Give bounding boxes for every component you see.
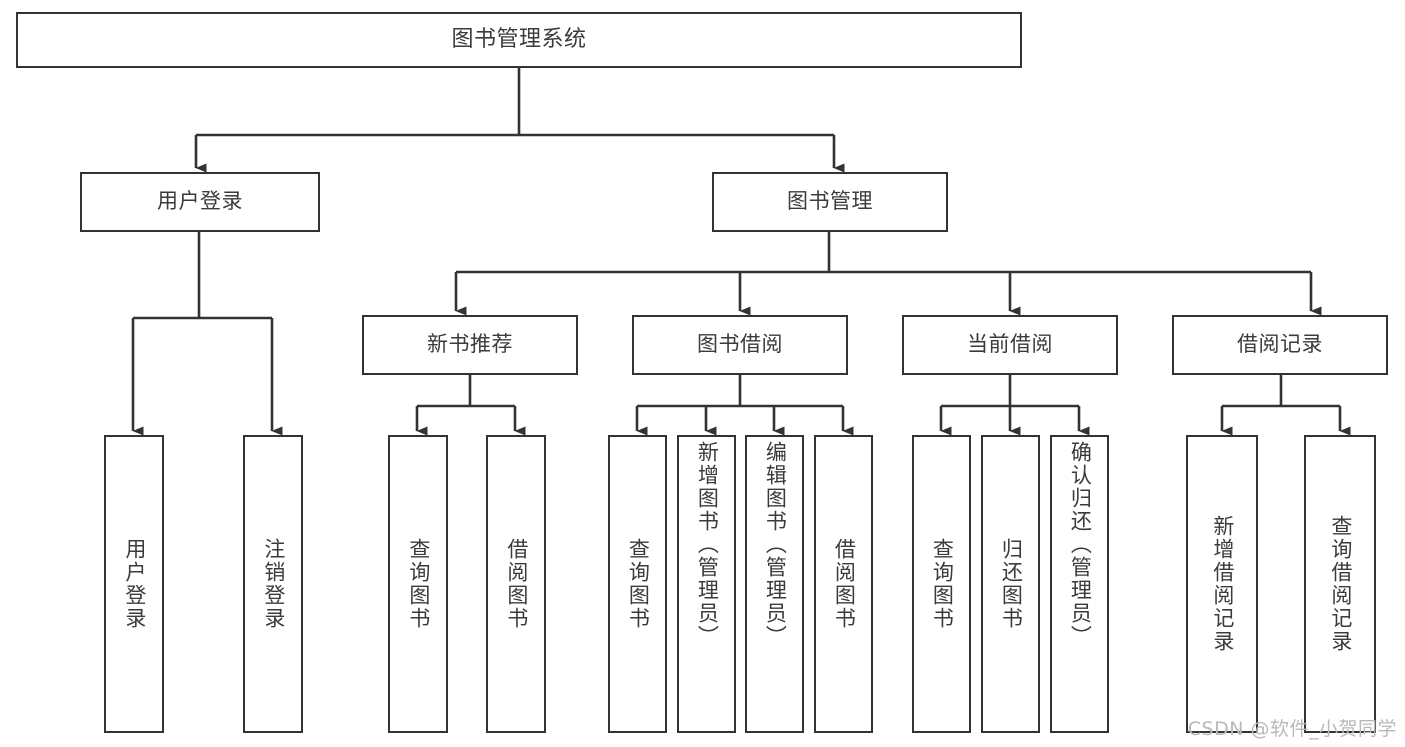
leaf-current-confirm-return-admin[interactable]: 确认归还（管理员） (1050, 435, 1109, 733)
node-new-book-recommend[interactable]: 新书推荐 (362, 315, 578, 375)
node-user-login[interactable]: 用户登录 (80, 172, 320, 232)
node-label: 编辑图书（管理员） (763, 441, 788, 648)
node-label: 新书推荐 (427, 332, 513, 357)
node-label: 新增借阅记录 (1210, 515, 1235, 653)
node-current-borrow[interactable]: 当前借阅 (902, 315, 1118, 375)
node-label: 确认归还（管理员） (1068, 441, 1093, 648)
leaf-borrow-add-book-admin[interactable]: 新增图书（管理员） (677, 435, 736, 733)
node-label: 用户登录 (122, 538, 147, 630)
node-label: 当前借阅 (967, 332, 1053, 357)
leaf-borrow-borrow-book[interactable]: 借阅图书 (814, 435, 873, 733)
node-label: 借阅记录 (1237, 332, 1323, 357)
csdn-watermark: CSDN @软件_小贺同学 (1187, 718, 1397, 740)
leaf-new-book-query[interactable]: 查询图书 (388, 435, 448, 733)
node-label: 借阅图书 (504, 538, 529, 630)
node-book-management[interactable]: 图书管理 (712, 172, 948, 232)
leaf-current-query-book[interactable]: 查询图书 (912, 435, 971, 733)
node-label: 图书借阅 (697, 332, 783, 357)
leaf-current-return-book[interactable]: 归还图书 (981, 435, 1040, 733)
leaf-user-login-login[interactable]: 用户登录 (104, 435, 164, 733)
node-label: 图书管理 (787, 189, 873, 214)
node-book-borrow[interactable]: 图书借阅 (632, 315, 848, 375)
leaf-borrow-edit-book-admin[interactable]: 编辑图书（管理员） (745, 435, 804, 733)
node-label: 借阅图书 (832, 538, 857, 630)
node-label: 注销登录 (261, 538, 286, 630)
node-label: 查询借阅记录 (1328, 515, 1353, 653)
node-label: 查询图书 (626, 538, 651, 630)
leaf-new-book-borrow[interactable]: 借阅图书 (486, 435, 546, 733)
node-label: 用户登录 (157, 189, 243, 214)
leaf-records-add-record[interactable]: 新增借阅记录 (1186, 435, 1258, 733)
node-label: 新增图书（管理员） (695, 441, 720, 648)
leaf-user-login-logout[interactable]: 注销登录 (243, 435, 303, 733)
node-label: 查询图书 (406, 538, 431, 630)
node-label: 查询图书 (930, 538, 955, 630)
node-label: 图书管理系统 (451, 26, 587, 52)
leaf-borrow-query-book[interactable]: 查询图书 (608, 435, 667, 733)
node-label: 归还图书 (999, 538, 1024, 630)
leaf-records-query-record[interactable]: 查询借阅记录 (1304, 435, 1376, 733)
node-borrow-records[interactable]: 借阅记录 (1172, 315, 1388, 375)
node-root-system[interactable]: 图书管理系统 (16, 12, 1022, 68)
